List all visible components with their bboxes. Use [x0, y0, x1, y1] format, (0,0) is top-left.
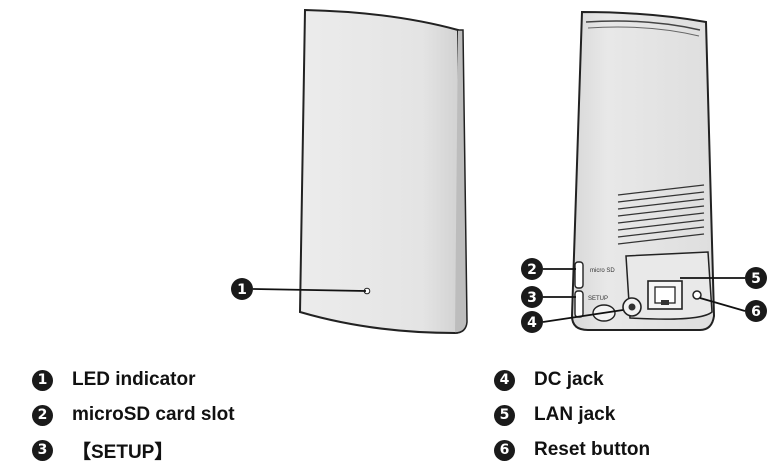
- ventilation-slots: [617, 184, 705, 245]
- legend-label: DC jack: [534, 369, 604, 390]
- dc-jack-pin: [628, 303, 636, 311]
- legend-number-badge: 2: [32, 404, 53, 426]
- legend-item-setup: 3 【SETUP】: [32, 437, 173, 463]
- svg-text:2: 2: [527, 262, 537, 278]
- callout-marker-1: 1: [231, 278, 253, 300]
- legend-item-reset-button: 6 Reset button: [494, 437, 650, 463]
- svg-text:5: 5: [751, 271, 761, 287]
- reset-button: [692, 290, 702, 300]
- front-unit-body: [298, 8, 464, 335]
- back-unit-top-ridge-2: [587, 26, 700, 37]
- callout-marker-3: 3: [521, 286, 543, 308]
- sd-logo: micro SD: [590, 268, 615, 274]
- microsd-card-slot: [574, 261, 584, 289]
- setup-marking: SETUP: [588, 296, 608, 302]
- svg-text:6: 6: [751, 304, 761, 320]
- callout-marker-6: 6: [745, 300, 767, 322]
- setup-button: [574, 290, 584, 318]
- legend-label: microSD card slot: [72, 404, 235, 425]
- legend-number-badge: 4: [494, 369, 515, 391]
- back-unit: micro SD SETUP: [570, 10, 716, 331]
- legend-item-led-indicator: 1 LED indicator: [32, 367, 196, 393]
- legend-item-microsd-card-slot: 2 microSD card slot: [32, 402, 235, 428]
- callout-marker-2: 2: [521, 258, 543, 280]
- legend-number-badge: 1: [32, 369, 53, 391]
- svg-text:1: 1: [237, 282, 247, 298]
- back-unit-top-ridge: [585, 20, 701, 31]
- lan-jack-tab: [661, 300, 669, 305]
- back-unit-body: [570, 10, 716, 331]
- legend-label: 【SETUP】: [72, 441, 174, 463]
- legend-number-badge: 5: [494, 404, 515, 426]
- legend-number-badge: 6: [494, 439, 515, 461]
- front-unit: [298, 8, 468, 335]
- legend-label: LED indicator: [72, 369, 196, 390]
- callout-marker-4: 4: [521, 311, 543, 333]
- legend-label: Reset button: [534, 439, 651, 460]
- callout-marker-5: 5: [745, 267, 767, 289]
- front-unit-side-edge: [454, 29, 468, 334]
- legend-item-lan-jack: 5 LAN jack: [494, 402, 615, 428]
- leader-lines: [252, 268, 746, 323]
- legend-item-dc-jack: 4 DC jack: [494, 367, 604, 393]
- svg-text:4: 4: [527, 315, 537, 331]
- svg-text:3: 3: [527, 290, 537, 306]
- legend-label: LAN jack: [534, 404, 616, 425]
- legend-number-badge: 3: [32, 439, 53, 461]
